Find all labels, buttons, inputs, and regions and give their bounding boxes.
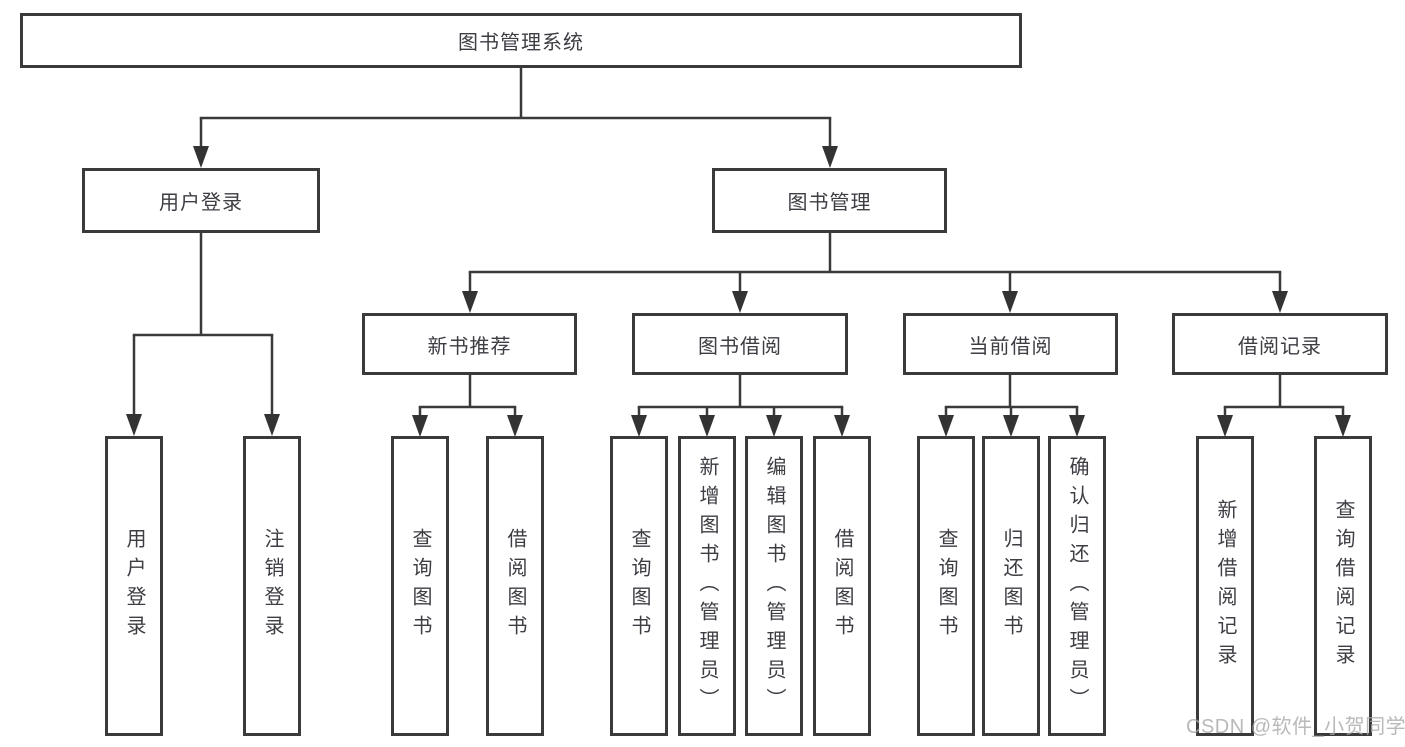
leaf-borrow-query-books: 查询图书 [610, 436, 668, 736]
node-borrow-records: 借阅记录 [1172, 313, 1388, 375]
node-user-login: 用户登录 [82, 168, 320, 233]
leaf-user-login: 用户登录 [105, 436, 163, 736]
leaf-query-borrow-record-label: 查询借阅记录 [1332, 499, 1354, 673]
leaf-add-books-admin-label: 新增图书（管理员） [696, 455, 718, 717]
edge-book-borrow-to-leaves [631, 373, 850, 437]
leaf-borrow-query-books-label: 查询图书 [628, 528, 650, 644]
leaf-recommend-borrow-books: 借阅图书 [486, 436, 544, 736]
node-root: 图书管理系统 [20, 13, 1022, 68]
leaf-logout-label: 注销登录 [261, 528, 283, 644]
leaf-edit-books-admin-label: 编辑图书（管理员） [763, 455, 785, 717]
node-root-label: 图书管理系统 [458, 32, 584, 54]
leaf-current-query-books-label: 查询图书 [935, 528, 957, 644]
leaf-add-borrow-record-label: 新增借阅记录 [1214, 499, 1236, 673]
edge-root-to-level2 [193, 66, 838, 168]
leaf-return-books: 归还图书 [982, 436, 1040, 736]
csdn-watermark: CSDN @软件_小贺同学 [1186, 716, 1405, 738]
edge-book-management-to-level3 [462, 231, 1288, 313]
leaf-return-books-label: 归还图书 [1000, 528, 1022, 644]
edge-new-book-recommend-to-leaves [412, 373, 523, 437]
node-book-management-label: 图书管理 [787, 192, 872, 214]
node-new-book-recommend: 新书推荐 [362, 313, 577, 375]
node-new-book-recommend-label: 新书推荐 [427, 335, 512, 358]
node-book-borrow-label: 图书借阅 [698, 335, 782, 358]
node-user-login-label: 用户登录 [159, 192, 243, 214]
leaf-borrow-books-label: 借阅图书 [831, 528, 853, 644]
leaf-recommend-query-books: 查询图书 [391, 436, 449, 736]
leaf-query-borrow-record: 查询借阅记录 [1314, 436, 1372, 736]
node-current-borrow: 当前借阅 [903, 313, 1118, 375]
leaf-confirm-return-admin-label: 确认归还（管理员） [1066, 455, 1088, 717]
leaf-add-borrow-record: 新增借阅记录 [1196, 436, 1254, 736]
node-book-management: 图书管理 [712, 168, 947, 233]
node-current-borrow-label: 当前借阅 [968, 335, 1053, 358]
edge-current-borrow-to-leaves [938, 373, 1085, 437]
edge-borrow-records-to-leaves [1217, 373, 1351, 437]
leaf-recommend-borrow-books-label: 借阅图书 [504, 528, 526, 644]
node-book-borrow: 图书借阅 [632, 313, 848, 375]
leaf-edit-books-admin: 编辑图书（管理员） [745, 436, 803, 736]
leaf-recommend-query-books-label: 查询图书 [409, 528, 431, 644]
leaf-confirm-return-admin: 确认归还（管理员） [1048, 436, 1106, 736]
node-borrow-records-label: 借阅记录 [1238, 335, 1322, 358]
leaf-current-query-books: 查询图书 [917, 436, 975, 736]
leaf-add-books-admin: 新增图书（管理员） [678, 436, 736, 736]
leaf-borrow-books: 借阅图书 [813, 436, 871, 736]
edge-user-login-to-leaves [126, 231, 280, 436]
leaf-user-login-label: 用户登录 [123, 528, 145, 644]
leaf-logout: 注销登录 [243, 436, 301, 736]
